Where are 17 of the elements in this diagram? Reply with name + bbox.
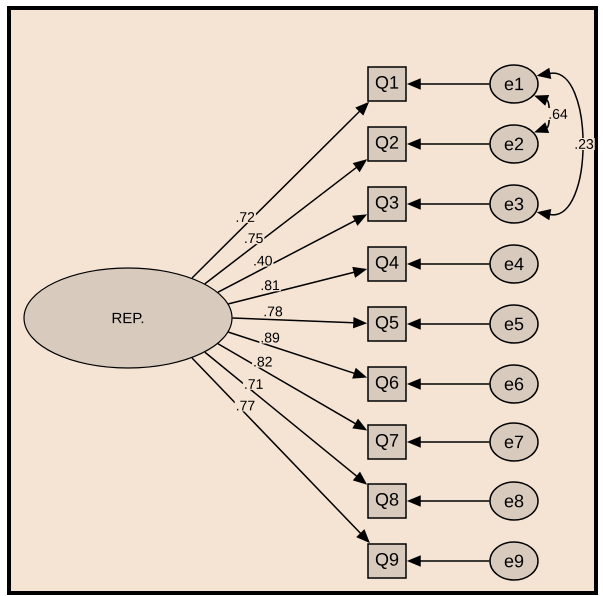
- edge-label: .82: [252, 356, 274, 368]
- indicator-box: Q7: [367, 424, 407, 460]
- indicator-box: Q2: [367, 126, 407, 162]
- indicator-box: Q9: [367, 543, 407, 579]
- edge-label: .64: [547, 108, 569, 120]
- indicator-box: Q4: [367, 246, 407, 282]
- edge-label: .77: [234, 400, 256, 412]
- edge-label: .89: [259, 332, 281, 344]
- indicator-box: Q6: [367, 366, 407, 402]
- edge-label: .23: [573, 138, 595, 150]
- edge-label: .72: [234, 211, 256, 223]
- edge-label: .71: [242, 378, 264, 390]
- indicator-box: Q5: [367, 306, 407, 342]
- indicator-box: Q3: [367, 186, 407, 222]
- indicator-box: Q1: [367, 66, 407, 102]
- indicator-box: Q8: [367, 483, 407, 519]
- edge-label: .40: [252, 254, 274, 267]
